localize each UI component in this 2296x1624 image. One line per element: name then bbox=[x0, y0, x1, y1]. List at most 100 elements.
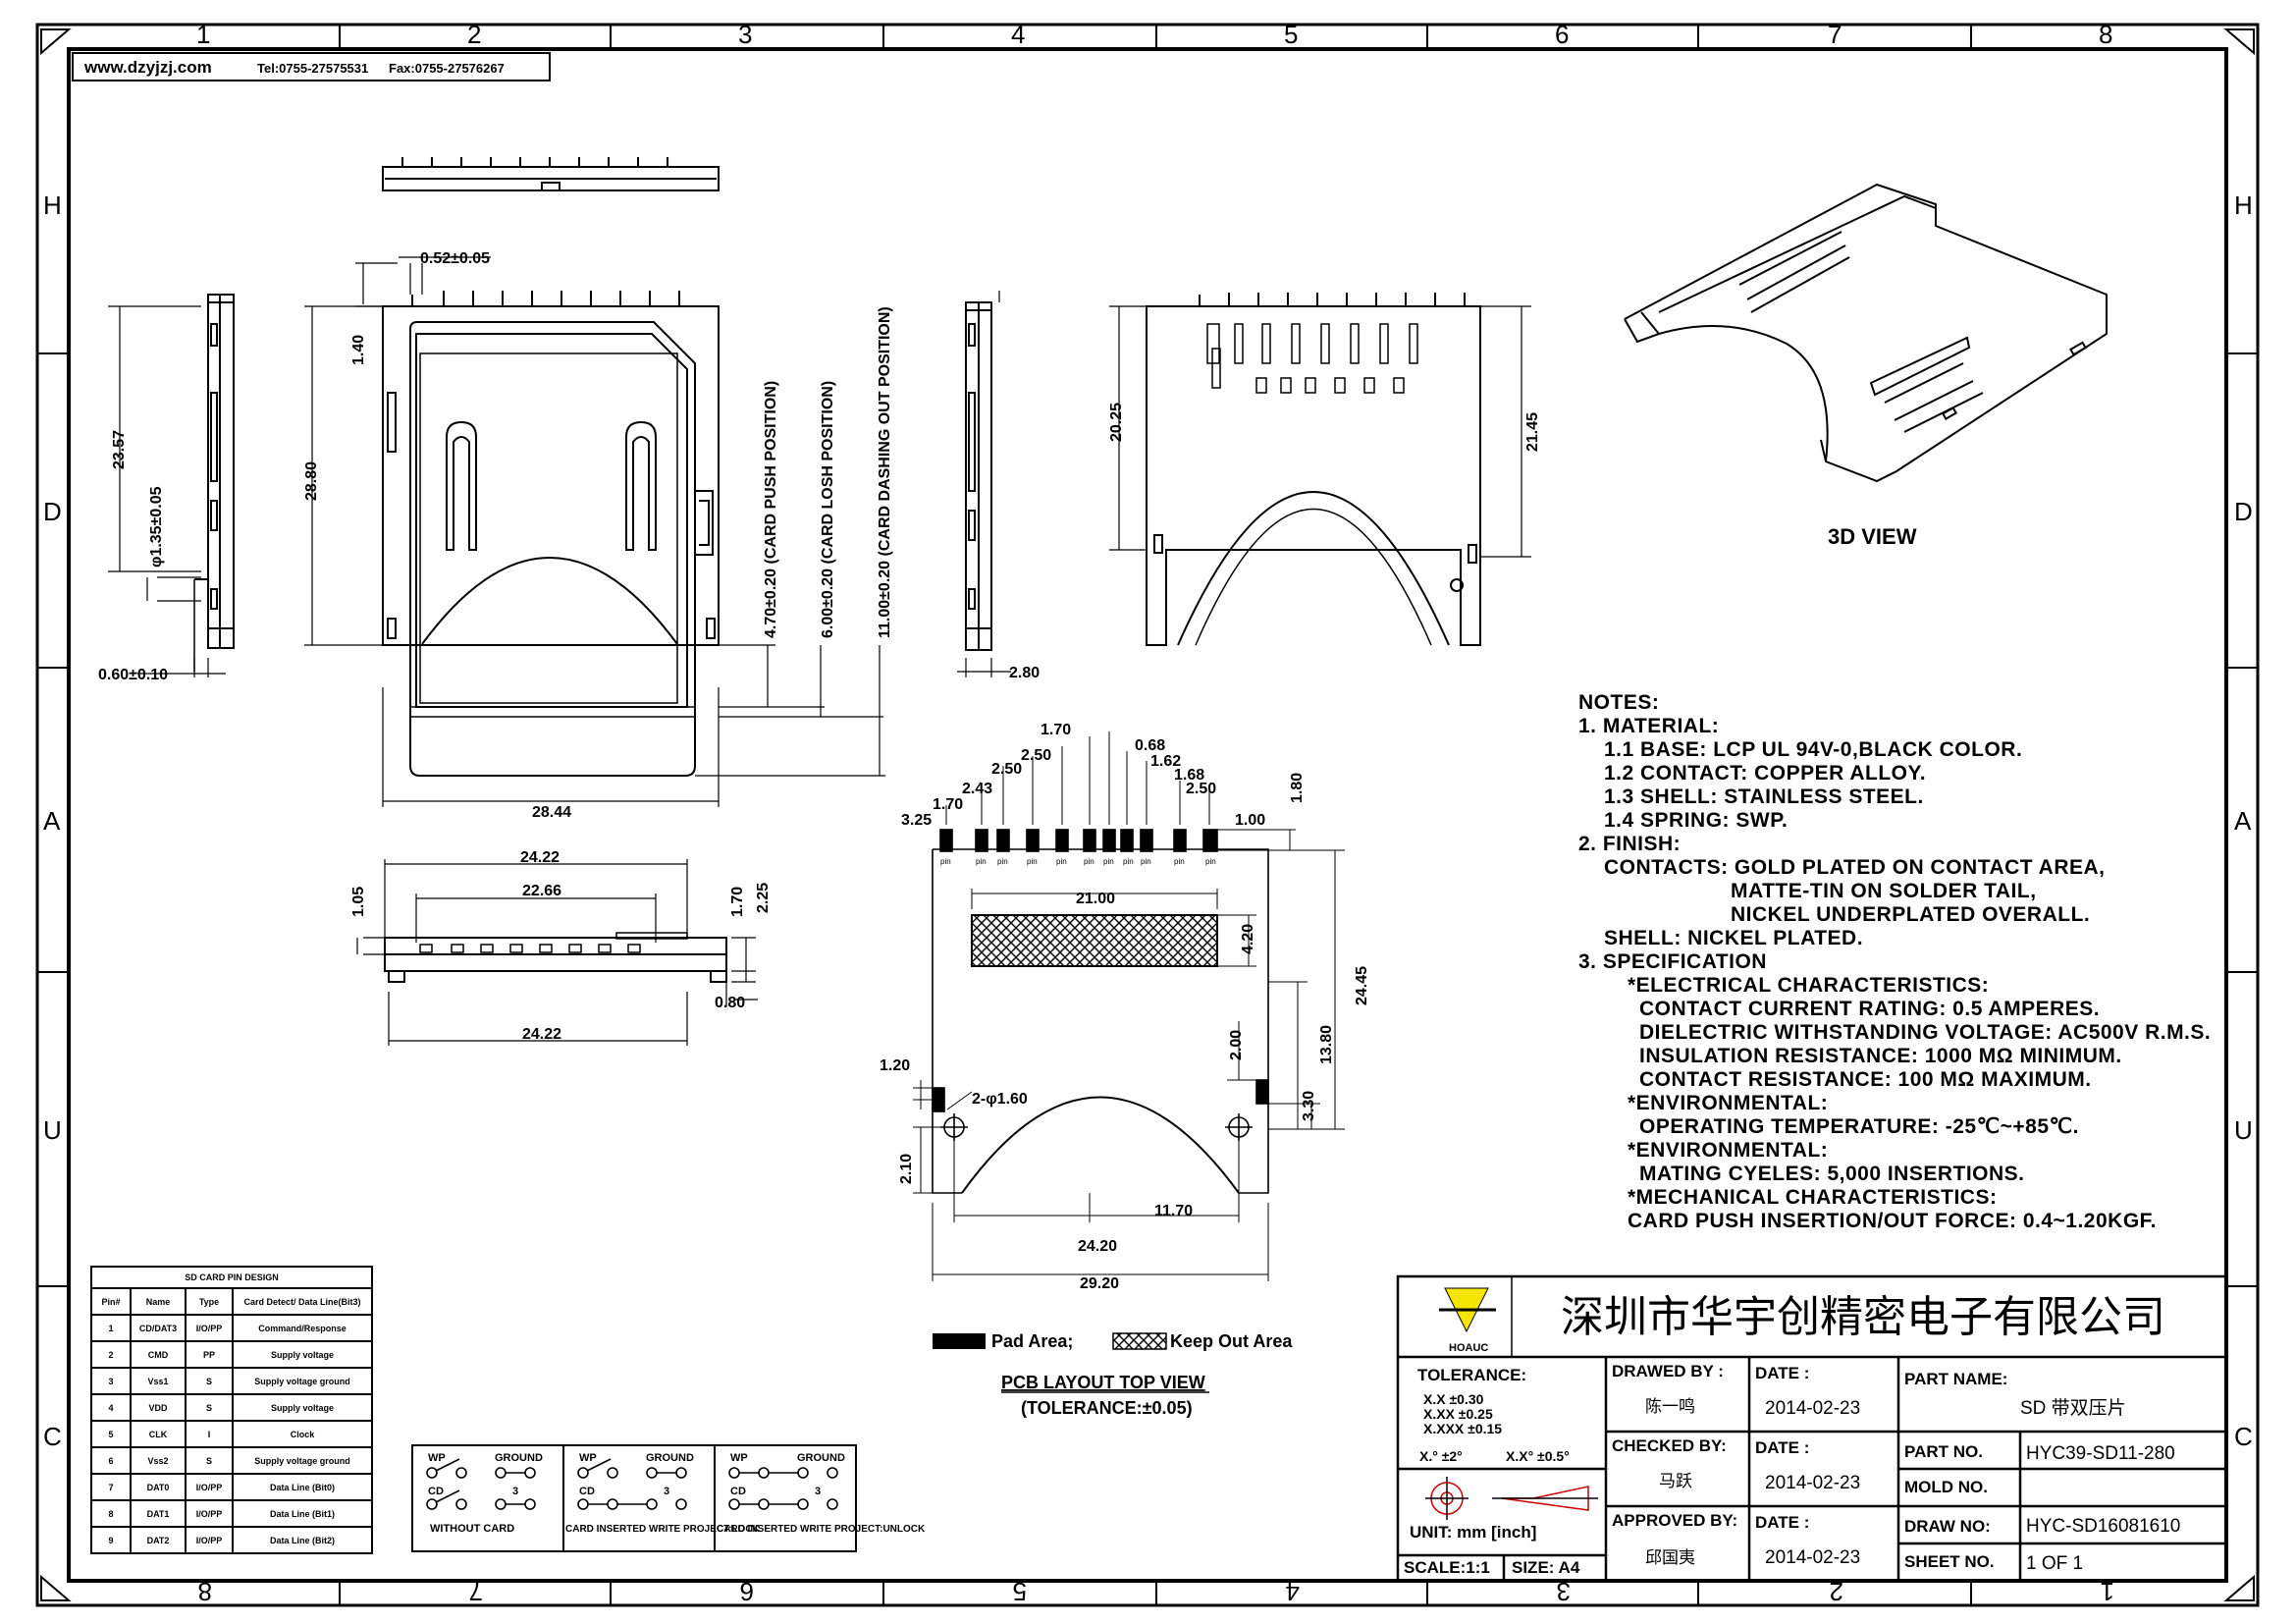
dim-1-05: 1.05 bbox=[350, 887, 367, 917]
date-value-2: 2014-02-23 bbox=[1765, 1473, 1860, 1493]
note-line: *ENVIRONMENTAL: bbox=[1628, 1092, 1829, 1114]
cell-type: I/O/PP bbox=[185, 1499, 234, 1528]
zone-col-6: 6 bbox=[1555, 20, 1569, 49]
zone-labels: 1 2 3 4 5 6 7 8 8 7 6 5 4 3 2 1 H D A U … bbox=[43, 20, 2253, 1606]
note-line: INSULATION RESISTANCE: 1000 MΩ MINIMUM. bbox=[1639, 1045, 2122, 1067]
pcb-dim-2-phi-1-60: 2-φ1.60 bbox=[972, 1091, 1028, 1108]
drawn-by-value: 陈一鸣 bbox=[1645, 1397, 1695, 1416]
dim-4-70-card-push: 4.70±0.20 (CARD PUSH POSITION) bbox=[763, 381, 779, 638]
draw-no-value: HYC-SD16081610 bbox=[2026, 1516, 2180, 1537]
pcb-dim-3-25: 3.25 bbox=[901, 812, 932, 829]
svg-text:pin: pin bbox=[1103, 857, 1114, 866]
zone-col-bottom-7: 7 bbox=[469, 1577, 483, 1606]
cell-name: Vss2 bbox=[130, 1446, 187, 1475]
zone-col-bottom-8: 8 bbox=[198, 1577, 212, 1606]
website-text: www.dzyjzj.com bbox=[83, 58, 212, 77]
note-line: SHELL: NICKEL PLATED. bbox=[1604, 927, 1864, 949]
cell-desc: Supply voltage ground bbox=[232, 1367, 373, 1395]
main-view-dims: 0.52±0.05 1.40 28.80 28.44 4.70±0.20 (CA… bbox=[303, 250, 893, 821]
note-line: CONTACT RESISTANCE: 100 MΩ MAXIMUM. bbox=[1639, 1068, 2092, 1091]
zone-col-bottom-3: 3 bbox=[1557, 1577, 1571, 1606]
svg-text:pin: pin bbox=[1141, 857, 1151, 866]
front-view bbox=[356, 859, 758, 1046]
dim-2-25: 2.25 bbox=[755, 883, 772, 913]
mold-no-label: MOLD NO. bbox=[1904, 1478, 1988, 1496]
pcb-dim-1-70-top: 1.70 bbox=[1041, 722, 1071, 738]
tol-xx: X.XX ±0.25 bbox=[1423, 1406, 1493, 1422]
checked-by-value: 马跃 bbox=[1659, 1472, 1692, 1490]
keep-out-area bbox=[971, 914, 1218, 967]
cell-name: DAT2 bbox=[130, 1526, 187, 1554]
zone-col-8: 8 bbox=[2099, 20, 2112, 49]
bottom-view bbox=[1109, 293, 1531, 646]
pin-table-header: Pin# bbox=[90, 1287, 132, 1316]
left-side-view bbox=[108, 294, 235, 677]
cell-desc: Data Line (Bit1) bbox=[232, 1499, 373, 1528]
title-block bbox=[1396, 1274, 2228, 1583]
sw2-cd: CD bbox=[579, 1486, 595, 1497]
pad-area-swatch bbox=[933, 1333, 986, 1349]
svg-text:pin: pin bbox=[1123, 857, 1134, 866]
cell-pin: 1 bbox=[90, 1314, 132, 1342]
sw3-gnd: GROUND bbox=[797, 1452, 845, 1464]
part-name-value: SD 带双压片 bbox=[2020, 1397, 2126, 1419]
pin-table-header: Card Detect/ Data Line(Bit3) bbox=[232, 1287, 373, 1316]
zone-col-bottom-1: 1 bbox=[2101, 1577, 2114, 1606]
date-label-3: DATE : bbox=[1755, 1513, 1809, 1532]
pcb-layout-title: PCB LAYOUT TOP VIEW bbox=[1001, 1373, 1205, 1392]
date-label-1: DATE : bbox=[1755, 1364, 1809, 1382]
cell-pin: 7 bbox=[90, 1473, 132, 1501]
zone-row-right-d: D bbox=[2234, 497, 2253, 526]
zone-row-left-h: H bbox=[43, 190, 62, 220]
checked-by-label: CHECKED BY: bbox=[1612, 1436, 1727, 1455]
zone-col-3: 3 bbox=[738, 20, 752, 49]
dim-28-80: 28.80 bbox=[303, 461, 320, 501]
part-no-label: PART NO. bbox=[1904, 1442, 1983, 1461]
3d-view bbox=[1624, 183, 2108, 483]
approved-by-value: 邱国夷 bbox=[1645, 1548, 1695, 1567]
cell-pin: 8 bbox=[90, 1499, 132, 1528]
pin-table-header: Name bbox=[130, 1287, 187, 1316]
zone-row-right-c: C bbox=[2234, 1422, 2253, 1451]
left-view-dims: 23.57 φ1.35±0.05 0.60±0.10 bbox=[98, 430, 168, 683]
tol-angle-1: X.° ±2° bbox=[1419, 1448, 1463, 1464]
pcb-dim-29-20: 29.20 bbox=[1080, 1275, 1119, 1292]
company-name: 深圳市华宇创精密电子有限公司 bbox=[1561, 1293, 2165, 1341]
zone-col-2: 2 bbox=[467, 20, 481, 49]
pcb-dim-1-80: 1.80 bbox=[1289, 773, 1306, 803]
pad-row bbox=[939, 829, 1218, 852]
pcb-dim-24-20: 24.20 bbox=[1078, 1238, 1117, 1255]
tel-text: Tel:0755-27575531 bbox=[257, 61, 368, 76]
cell-type: S bbox=[185, 1393, 234, 1422]
svg-text:pin: pin bbox=[1027, 857, 1038, 866]
tol-xxx: X.XXX ±0.15 bbox=[1423, 1421, 1502, 1436]
dim-22-66: 22.66 bbox=[522, 883, 561, 899]
cell-name: CMD bbox=[130, 1340, 187, 1369]
title-block-values: 陈一鸣 马跃 邱国夷 2014-02-23 2014-02-23 2014-02… bbox=[1645, 1397, 2180, 1574]
svg-text:pin: pin bbox=[1174, 857, 1185, 866]
cell-desc: Data Line (Bit2) bbox=[232, 1526, 373, 1554]
zone-row-left-a: A bbox=[43, 806, 61, 836]
svg-text:pin: pin bbox=[1205, 857, 1216, 866]
draw-no-label: DRAW NO: bbox=[1904, 1517, 1991, 1536]
zone-col-bottom-5: 5 bbox=[1013, 1577, 1027, 1606]
cell-desc: Data Line (Bit0) bbox=[232, 1473, 373, 1501]
cell-pin: 6 bbox=[90, 1446, 132, 1475]
date-value-1: 2014-02-23 bbox=[1765, 1398, 1860, 1419]
sw1-wp: WP bbox=[428, 1452, 446, 1464]
cell-name: CD/DAT3 bbox=[130, 1314, 187, 1342]
part-no-value: HYC39-SD11-280 bbox=[2026, 1443, 2175, 1464]
tol-x: X.X ±0.30 bbox=[1423, 1391, 1484, 1407]
3d-view-label: 3D VIEW bbox=[1828, 524, 1917, 549]
pcb-dim-2-50-a: 2.50 bbox=[1021, 747, 1051, 764]
pad-area-label: Pad Area; bbox=[991, 1331, 1073, 1351]
cell-name: DAT1 bbox=[130, 1499, 187, 1528]
sw2-three: 3 bbox=[664, 1486, 669, 1497]
dim-11-00-card-dashing: 11.00±0.20 (CARD DASHING OUT POSITION) bbox=[877, 306, 893, 638]
3d-view-label-group: 3D VIEW bbox=[1828, 524, 1917, 549]
